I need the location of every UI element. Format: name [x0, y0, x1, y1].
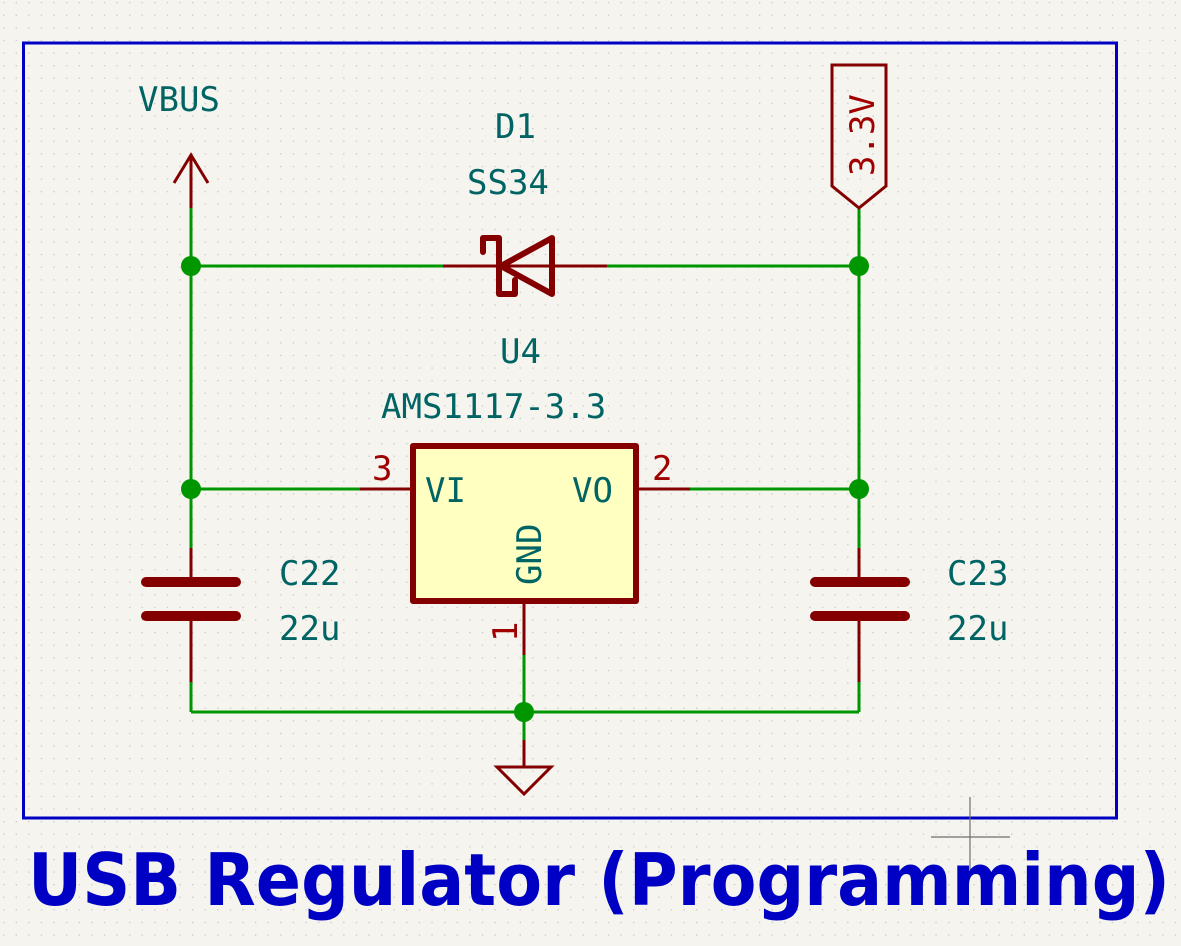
schottky-diode-icon — [443, 235, 607, 297]
u4-ref: U4 — [500, 332, 541, 372]
c22-capacitor[interactable]: C22 22u — [141, 548, 340, 682]
u4-regulator[interactable]: U4 AMS1117-3.3 3 VI 2 VO GND 1 — [360, 332, 690, 655]
junction-dot — [514, 702, 534, 722]
junction-dot — [849, 479, 869, 499]
pin-3-number: 3 — [372, 449, 392, 489]
pin-2-number: 2 — [652, 449, 672, 489]
pin-vo-name: VO — [572, 471, 613, 511]
vbus-power-symbol[interactable]: VBUS — [138, 80, 220, 208]
ground-icon — [493, 740, 555, 797]
d1-value: SS34 — [467, 163, 549, 203]
junction-dot — [849, 256, 869, 276]
c23-capacitor[interactable]: C23 22u — [810, 548, 1008, 682]
vbus-label: VBUS — [138, 80, 220, 120]
d1-ref: D1 — [495, 107, 536, 147]
gnd-power-symbol[interactable] — [493, 740, 555, 797]
c22-ref: C22 — [279, 554, 340, 594]
c22-value: 22u — [279, 609, 340, 649]
u4-value: AMS1117-3.3 — [381, 387, 606, 427]
v33-power-symbol[interactable]: 3.3V — [830, 63, 888, 210]
junction-dot — [181, 256, 201, 276]
junction-dot — [181, 479, 201, 499]
pin-vi-name: VI — [425, 471, 466, 511]
pin-1-number: 1 — [486, 622, 526, 642]
sheet-title: USB Regulator (Programming) — [28, 838, 1170, 922]
c23-ref: C23 — [947, 554, 1008, 594]
cursor-crosshair-icon — [931, 797, 1010, 877]
d1-diode[interactable]: D1 SS34 — [443, 107, 607, 297]
v33-label: 3.3V — [843, 94, 883, 176]
power-flag-icon — [830, 63, 888, 210]
ic-body — [410, 443, 639, 604]
sheet-frame — [22, 41, 1118, 820]
power-arrow-up-icon — [172, 152, 210, 208]
capacitor-icon — [810, 548, 910, 682]
c23-value: 22u — [947, 609, 1008, 649]
capacitor-icon — [141, 548, 241, 682]
pin-gnd-name: GND — [510, 524, 550, 585]
